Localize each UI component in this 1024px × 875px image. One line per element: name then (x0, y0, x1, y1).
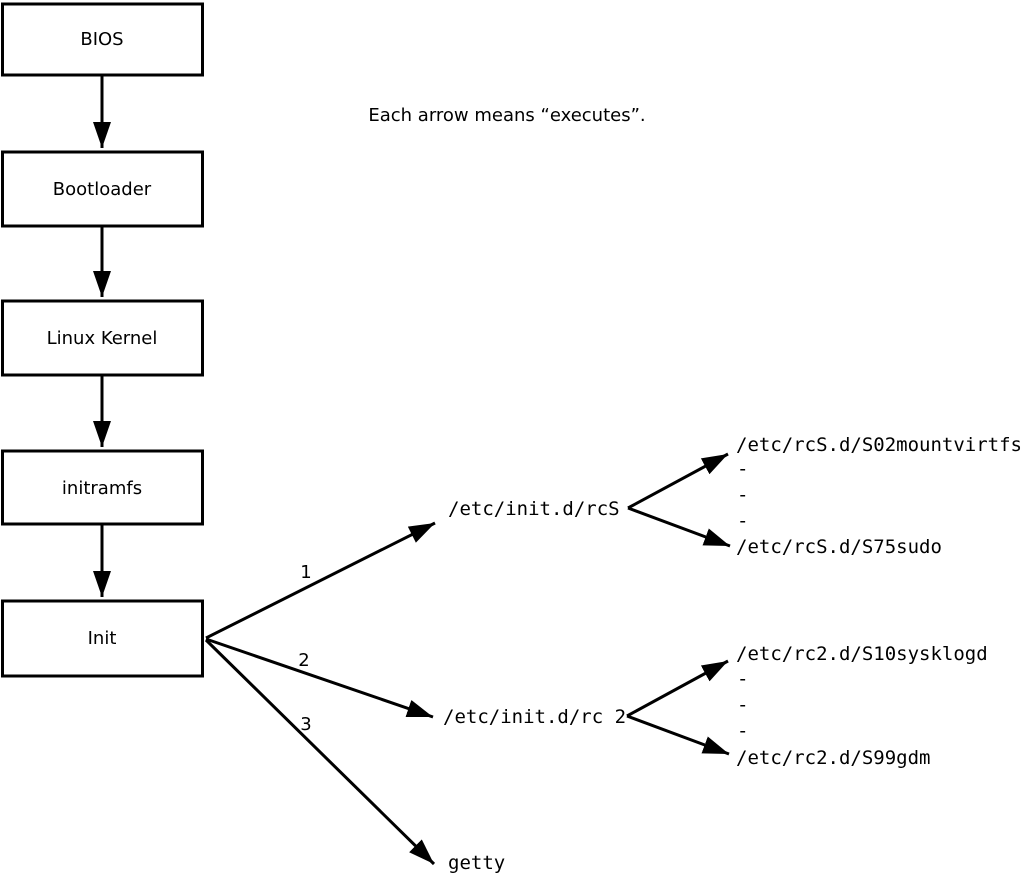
arrow-init-to-rc2 (205, 637, 434, 719)
box-linux-kernel-label: Linux Kernel (47, 328, 158, 349)
rcs-last-entry: /etc/rcS.d/S75sudo (736, 536, 942, 558)
rc2-first-entry: /etc/rc2.d/S10sysklogd (736, 643, 988, 665)
arrow-label-2: 2 (298, 650, 309, 671)
rcs-script-path: /etc/init.d/rcS (448, 498, 620, 520)
rc2-ellipsis-dash-2: - (737, 694, 748, 716)
rc2-ellipsis-dash-3: - (737, 720, 748, 742)
rcs-ellipsis-dash-1: - (737, 458, 748, 480)
box-initramfs (1, 449, 204, 526)
getty-label: getty (448, 852, 505, 874)
box-init (1, 599, 204, 678)
rc2-script-path: /etc/init.d/rc 2 (443, 706, 626, 728)
box-bootloader-label: Bootloader (53, 179, 152, 200)
rc2-last-entry: /etc/rc2.d/S99gdm (736, 747, 930, 769)
arrow-init-to-rcs (205, 521, 436, 640)
rcs-first-entry: /etc/rcS.d/S02mountvirtfs (736, 434, 1022, 456)
arrow-rcs-to-first-entry (627, 452, 729, 510)
arrow-init-to-getty (204, 638, 436, 866)
arrow-legend-note: Each arrow means “executes”. (368, 105, 645, 126)
rcs-ellipsis-dash-2: - (737, 484, 748, 506)
arrow-rc2-to-last-entry (626, 714, 730, 756)
box-init-label: Init (88, 628, 117, 649)
box-initramfs-label: initramfs (62, 478, 142, 499)
arrow-label-3: 3 (300, 714, 311, 735)
box-bootloader (1, 150, 204, 228)
arrow-label-1: 1 (300, 562, 311, 583)
box-bios-label: BIOS (80, 29, 123, 50)
box-bios (1, 2, 204, 77)
rcs-ellipsis-dash-3: - (737, 510, 748, 532)
arrow-rcs-to-last-entry (627, 506, 731, 548)
rc2-ellipsis-dash-1: - (737, 668, 748, 690)
arrow-rc2-to-first-entry (626, 659, 729, 718)
